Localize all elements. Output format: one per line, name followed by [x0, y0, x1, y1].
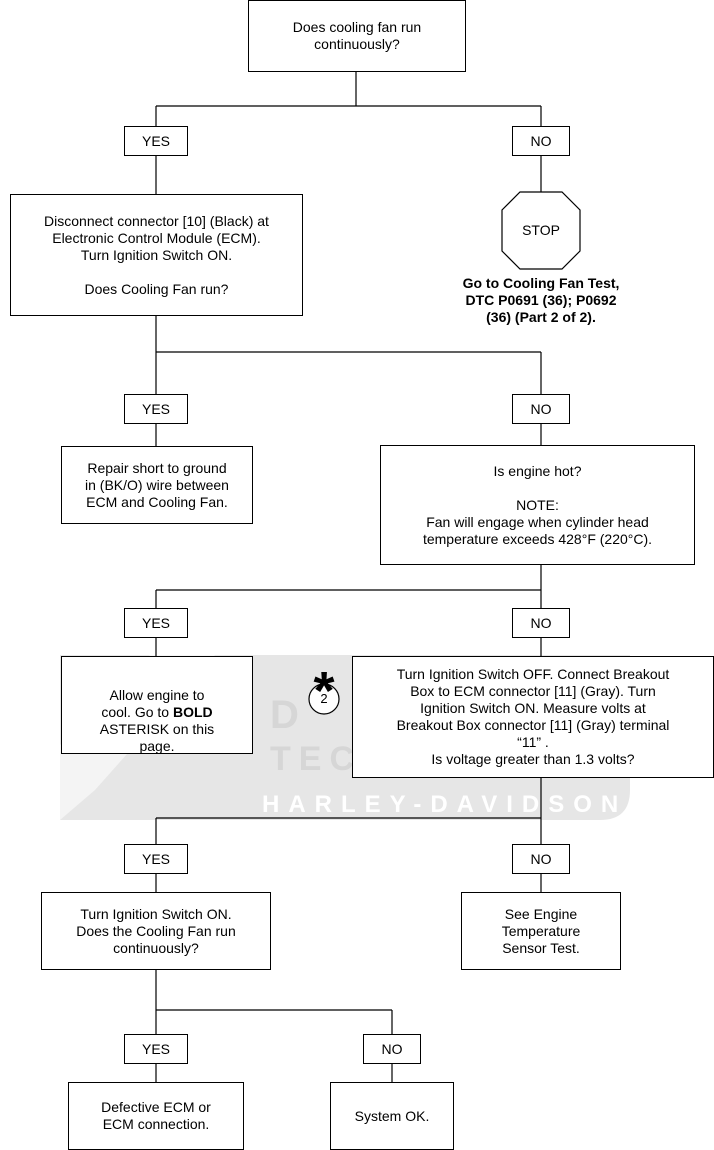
allow-cool-bold-word: BOLD: [172, 704, 213, 720]
stop-instruction: Go to Cooling Fan Test, DTC P0691 (36); …: [462, 275, 620, 325]
q5-no-label: NO: [363, 1034, 421, 1064]
q2-yes-label: YES: [124, 394, 188, 424]
q1-yes-label: YES: [124, 126, 188, 156]
q5-yes-label: YES: [124, 1034, 188, 1064]
stop-sign-octagon: [501, 191, 581, 270]
q3-yes-label: YES: [124, 608, 188, 638]
q3-engine-hot: Is engine hot? NOTE: Fan will engage whe…: [380, 445, 695, 565]
watermark-brand: HARLEY-DAVIDSON: [262, 791, 627, 818]
q3-no-label: NO: [512, 608, 570, 638]
q5-fan-run-continuously: Turn Ignition Switch ON. Does the Coolin…: [41, 892, 271, 970]
see-engine-temperature-sensor-test: See Engine Temperature Sensor Test.: [461, 892, 621, 970]
q2-disconnect-connector-10: Disconnect connector [10] (Black) at Ele…: [10, 194, 303, 316]
watermark-letter: D: [270, 693, 299, 737]
allow-engine-cool: Allow engine to cool. Go to BOLD ASTERIS…: [61, 656, 253, 754]
watermark-tec: TEC: [270, 740, 362, 778]
q1-cooling-fan-continuous: Does cooling fan run continuously?: [248, 0, 466, 72]
q4-no-label: NO: [512, 844, 570, 874]
q4-yes-label: YES: [124, 844, 188, 874]
q2-no-label: NO: [512, 394, 570, 424]
bold-asterisk: *: [313, 661, 335, 721]
system-ok-result: System OK.: [330, 1082, 454, 1150]
stop-sign-label: STOP: [522, 222, 560, 238]
asterisk-step-number: 2: [320, 691, 328, 706]
q1-no-label: NO: [512, 126, 570, 156]
defective-ecm-result: Defective ECM or ECM connection.: [68, 1082, 244, 1150]
allow-cool-text-start: Allow engine to cool. Go to: [101, 687, 205, 720]
asterisk-circle: [308, 683, 340, 715]
repair-short-to-ground: Repair short to ground in (BK/O) wire be…: [61, 446, 253, 524]
q4-measure-volts: Turn Ignition Switch OFF. Connect Breako…: [352, 656, 714, 778]
allow-cool-text-end: ASTERISK on this page.: [99, 721, 215, 754]
